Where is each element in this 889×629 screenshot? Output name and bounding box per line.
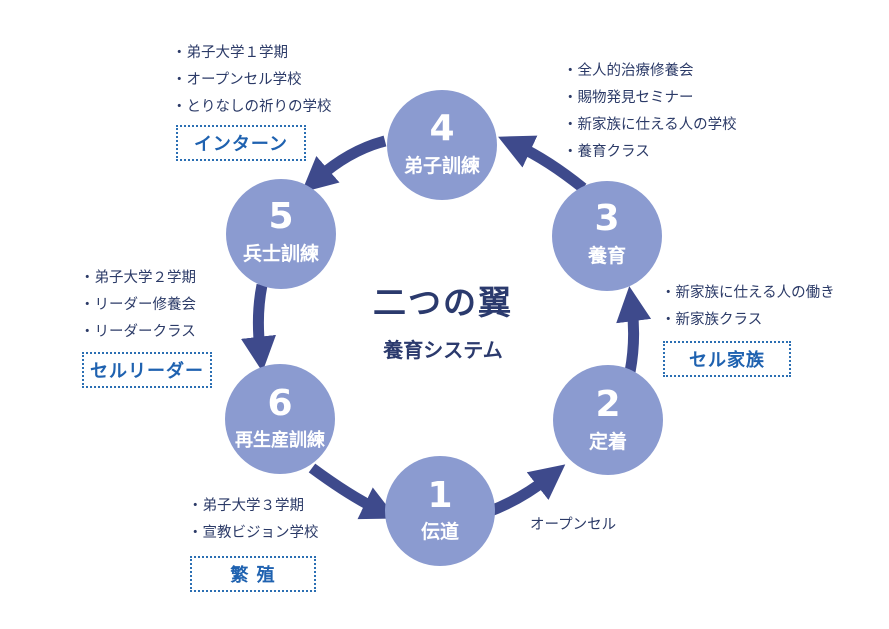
note-item: 新家族クラス [661,307,835,334]
arrow-4-to-5 [301,135,387,193]
stage-1-label: 伝道 [421,520,459,543]
arrow-1-to-2 [486,464,566,518]
stage-1-number: 1 [427,475,452,516]
note-item: 養育クラス [563,139,737,166]
stage-4-number: 4 [429,108,454,149]
stage-3-circle: 3 養育 [552,181,662,291]
tag-internship: インターン [176,125,306,161]
note-item: オープンセル学校 [172,67,332,94]
stage-5-number: 5 [268,196,293,237]
stage-5-label: 兵士訓練 [243,242,319,265]
tag-cell-leader: セルリーダー [82,352,212,388]
stage-4-circle: 4 弟子訓練 [387,90,497,200]
note-item: 新家族に仕える人の働き [661,280,835,307]
stage-1-circle: 1 伝道 [385,456,495,566]
stage-3-label: 養育 [587,244,626,267]
diagram-title: 二つの翼 [373,283,513,322]
note-item: 弟子大学１学期 [172,40,332,67]
note-item: 全人的治療修養会 [563,58,737,85]
note-item: リーダークラス [80,319,196,346]
stage-6-number: 6 [267,383,292,424]
stage-4-notes: 弟子大学１学期 オープンセル学校 とりなしの祈りの学校 [172,40,332,121]
stage-6-label: 再生産訓練 [235,429,325,451]
note-item: 弟子大学２学期 [80,265,197,292]
arrow-6-to-1 [308,463,397,520]
diagram-subtitle: 養育システム [383,338,503,362]
tag-multiply: 繁 殖 [190,556,316,592]
stage-1-note: オープンセル [530,517,617,533]
stage-5-circle: 5 兵士訓練 [226,179,336,289]
stage-3-notes: 全人的治療修養会 賜物発見セミナー 新家族に仕える人の学校 養育クラス [563,58,737,166]
note-item: 新家族に仕える人の学校 [563,112,737,139]
note-item: 弟子大学３学期 [188,493,319,520]
tag-cell-family: セル家族 [663,341,791,377]
stage-6-notes: 弟子大学３学期 宣教ビジョン学校 [188,493,319,547]
stage-2-label: 定着 [589,430,627,453]
stage-2-notes: 新家族に仕える人の働き 新家族クラス [661,280,835,334]
note-item: リーダー修養会 [80,292,197,319]
stage-5-notes: 弟子大学２学期 リーダー修養会 リーダークラス [80,265,197,346]
stage-2-circle: 2 定着 [553,365,663,475]
arrow-2-to-3 [616,286,652,374]
stage-3-number: 3 [594,198,619,239]
stage-6-circle: 6 再生産訓練 [225,364,335,474]
note-item: 賜物発見セミナー [563,85,737,112]
arrow-5-to-6 [241,283,276,372]
stage-2-number: 2 [595,384,620,425]
arrow-3-to-4 [498,135,587,193]
note-item: とりなしの祈りの学校 [172,94,332,121]
note-item: 宣教ビジョン学校 [188,520,319,547]
stage-4-label: 弟子訓練 [404,154,480,177]
